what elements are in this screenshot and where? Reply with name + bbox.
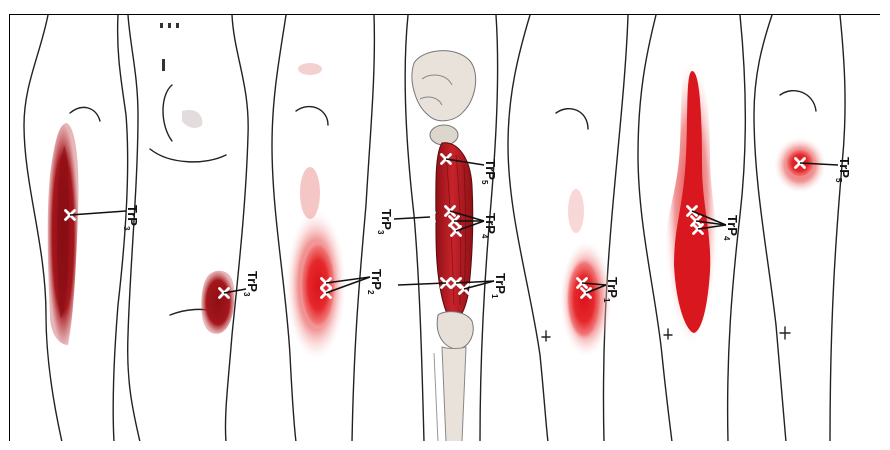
panel-7-lateral-hip [754,15,845,441]
label-panel3-trp2: TrP2 [366,269,384,295]
panel-6-knee-mark [664,329,672,339]
label-panel4-trp5: TrP5 [480,159,498,185]
panel-7-knee-mark [780,327,790,339]
panel-3-pain-upper [300,167,320,219]
label-panel2-trp3: TrP3 [242,271,260,297]
panel-2-outline-right [225,15,248,441]
panel-2-gluteal-fold [150,149,226,162]
svg-text:TrP5: TrP5 [480,159,498,185]
panel-3-pain-top [298,63,322,75]
panel-4-tibia [442,347,466,441]
svg-text:TrP3: TrP3 [376,209,394,235]
referred-pain-figure: TrP3 TrP3 TrP2 TrP5 TrP3 TrP4 TrP1 TrP1 … [10,15,880,441]
panel-1-buttock-curve [70,107,100,121]
panel-5-buttock-curve [556,109,588,129]
panel-3-outline-front [352,15,374,441]
panel-5-knee-mark [542,331,550,341]
panel-5-pain-upper [568,189,584,233]
panel-5-outline-front [603,15,628,441]
leader-panel1-trp3 [70,211,126,215]
panel-2-pain-zone [201,271,234,334]
panel-5-outline-back [508,15,548,441]
svg-text:TrP3: TrP3 [122,205,140,231]
label-panel4-trp3: TrP3 [376,209,394,235]
leader-panel4-trp2 [398,283,446,285]
panel-1-lateral-thigh [24,15,128,441]
panel-7-buttock-curve [780,91,816,111]
panel-2-buttock-curve [163,85,172,141]
panel-2-shadow [182,110,202,128]
svg-text:TrP4: TrP4 [480,213,498,239]
panel-3-outline-back [272,15,296,441]
panel-3-buttock-curve [296,107,328,125]
label-panel7-trp5: TrP5 [834,157,852,183]
panel-3-pain-core [300,240,336,330]
panel-7-outline-front [830,15,845,441]
leader-panel4-trp3 [394,217,430,219]
panel-5-lateral-knee [508,15,628,441]
svg-text:TrP5: TrP5 [834,157,852,183]
panel-4-pelvis [412,51,476,121]
panel-4-fibula [434,353,438,441]
svg-text:TrP1: TrP1 [490,273,508,299]
label-panel4-trp4: TrP4 [480,213,498,239]
panel-7-outline-back [754,15,786,441]
svg-text:TrP2: TrP2 [366,269,384,295]
label-panel4-trp1: TrP1 [490,273,508,299]
panel-4-knee [437,312,473,349]
panel-2-dots [160,23,179,71]
panel-3-lateral-leg [272,15,374,441]
label-panel1-trp3: TrP3 [122,205,140,231]
svg-text:TrP3: TrP3 [242,271,260,297]
panel-5-pain-core [566,257,602,341]
panel-4-femur-head [430,125,458,145]
figure-frame: TrP3 TrP3 TrP2 TrP5 TrP3 TrP4 TrP1 TrP1 … [9,14,880,441]
panel-2-posterior-thigh [128,15,248,441]
